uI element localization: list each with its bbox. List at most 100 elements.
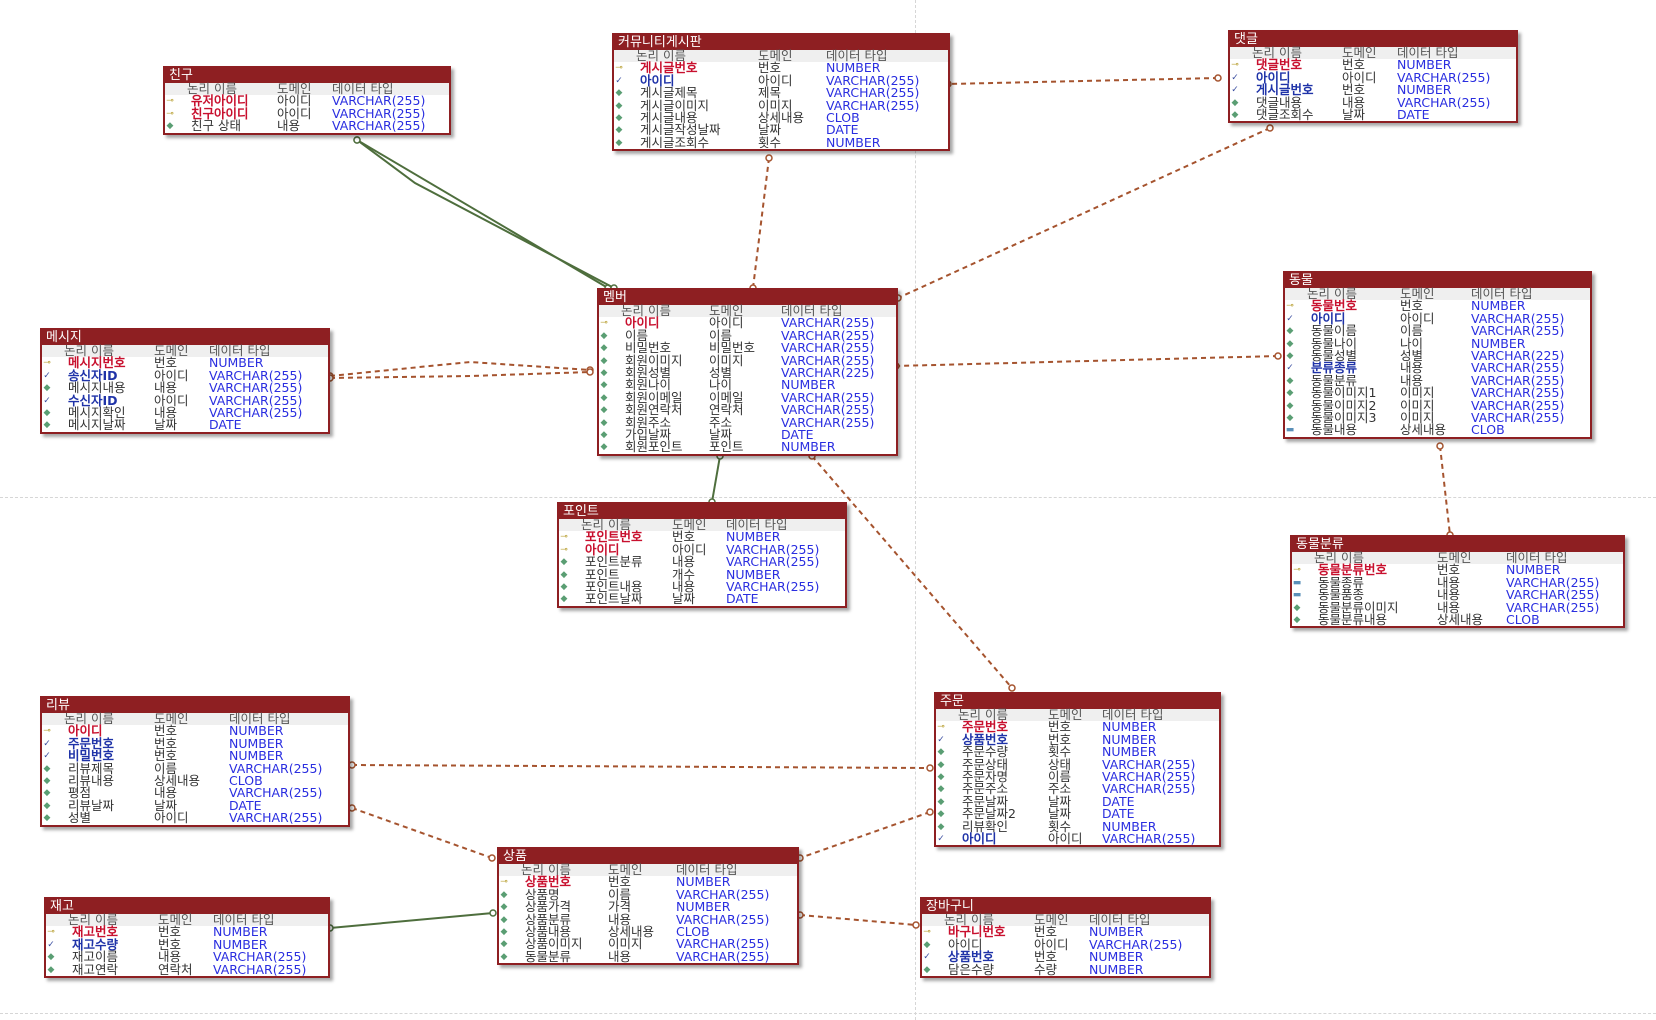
entity-title[interactable]: 재고 bbox=[46, 899, 328, 914]
relationship-line[interactable] bbox=[329, 912, 494, 929]
relationship-line[interactable] bbox=[897, 127, 1271, 299]
relationship-line[interactable] bbox=[356, 139, 609, 289]
relationship-line[interactable] bbox=[351, 764, 931, 769]
relationship-line[interactable] bbox=[799, 914, 917, 926]
relationship-line[interactable] bbox=[895, 355, 1279, 367]
entity-title[interactable]: 주문 bbox=[936, 694, 1219, 709]
entity-title[interactable]: 장바구니 bbox=[922, 899, 1209, 914]
relationship-line[interactable] bbox=[711, 455, 721, 503]
entity-title[interactable]: 메시지 bbox=[42, 330, 328, 345]
entity-title[interactable]: 동물 bbox=[1285, 273, 1590, 288]
entity-title[interactable]: 멤버 bbox=[599, 290, 896, 305]
relationship-line[interactable] bbox=[799, 811, 931, 859]
relationship-line[interactable] bbox=[947, 77, 1219, 85]
entity-title[interactable]: 댓글 bbox=[1230, 32, 1516, 47]
entity-title[interactable]: 친구 bbox=[165, 68, 449, 83]
entity-title[interactable]: 포인트 bbox=[559, 504, 845, 519]
entity-title[interactable]: 커뮤니티게시판 bbox=[614, 35, 948, 50]
relationship-line[interactable] bbox=[752, 157, 770, 289]
relationship-line[interactable] bbox=[351, 807, 493, 859]
